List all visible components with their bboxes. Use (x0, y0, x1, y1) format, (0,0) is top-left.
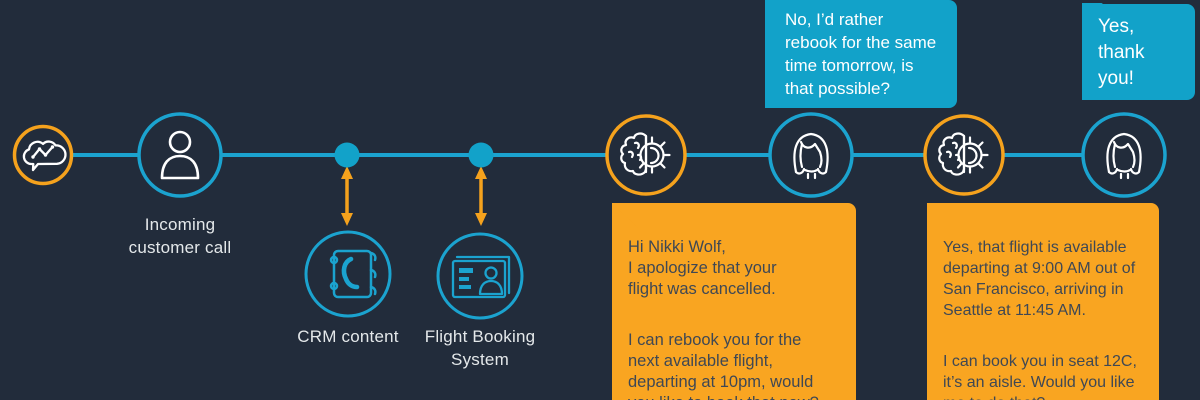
bubble-text: Hi Nikki Wolf, I apologize that your fli… (628, 238, 777, 298)
crm-label: CRM content (297, 327, 399, 346)
bubble-tail-icon (927, 203, 953, 228)
node-ai-agent-2 (923, 114, 1005, 196)
data-exchange-arrow (341, 166, 353, 226)
node-customer-2 (1081, 112, 1167, 198)
bubble-text: I can book you in seat 12C, it’s an aisl… (943, 353, 1137, 400)
bubble-tail-icon (612, 203, 638, 228)
flight-booking-label: Flight Booking System (424, 327, 536, 369)
connector-dot (334, 142, 360, 168)
node-cloud-ai (12, 124, 74, 186)
incoming-call-label: Incoming customer call (128, 215, 232, 257)
brain-gear-icon (620, 132, 671, 176)
data-exchange-arrow (475, 166, 487, 226)
address-book-icon (329, 249, 377, 299)
ai-agent-bubble-1: Hi Nikki Wolf, I apologize that your fli… (612, 203, 856, 400)
customer-bubble-2: Yes, thank you! (1082, 3, 1195, 100)
bubble-tail-icon (765, 0, 787, 16)
customer-bubble-1: No, I’d rather rebook for the same time … (765, 0, 957, 108)
customer-head-icon (1106, 132, 1142, 180)
person-icon (160, 130, 200, 180)
node-incoming-call (137, 112, 223, 198)
ai-agent-bubble-2: Yes, that flight is available departing … (927, 203, 1159, 400)
connector-dot (468, 142, 494, 168)
bubble-text: Yes, thank you! (1082, 4, 1195, 100)
bubble-text: No, I’d rather rebook for the same time … (765, 0, 957, 108)
cloud-analytics-chat-icon (22, 140, 67, 172)
booking-screen-icon (451, 255, 511, 299)
customer-head-icon (793, 132, 829, 180)
bubble-text: I can rebook you for the next available … (628, 331, 819, 400)
system-crm (304, 230, 392, 318)
system-flight-booking (436, 232, 524, 320)
bubble-text: Yes, that flight is available departing … (943, 239, 1136, 319)
node-customer-1 (768, 112, 854, 198)
brain-gear-icon (938, 132, 989, 176)
bubble-tail-icon (1082, 3, 1103, 18)
node-ai-agent-1 (605, 114, 687, 196)
